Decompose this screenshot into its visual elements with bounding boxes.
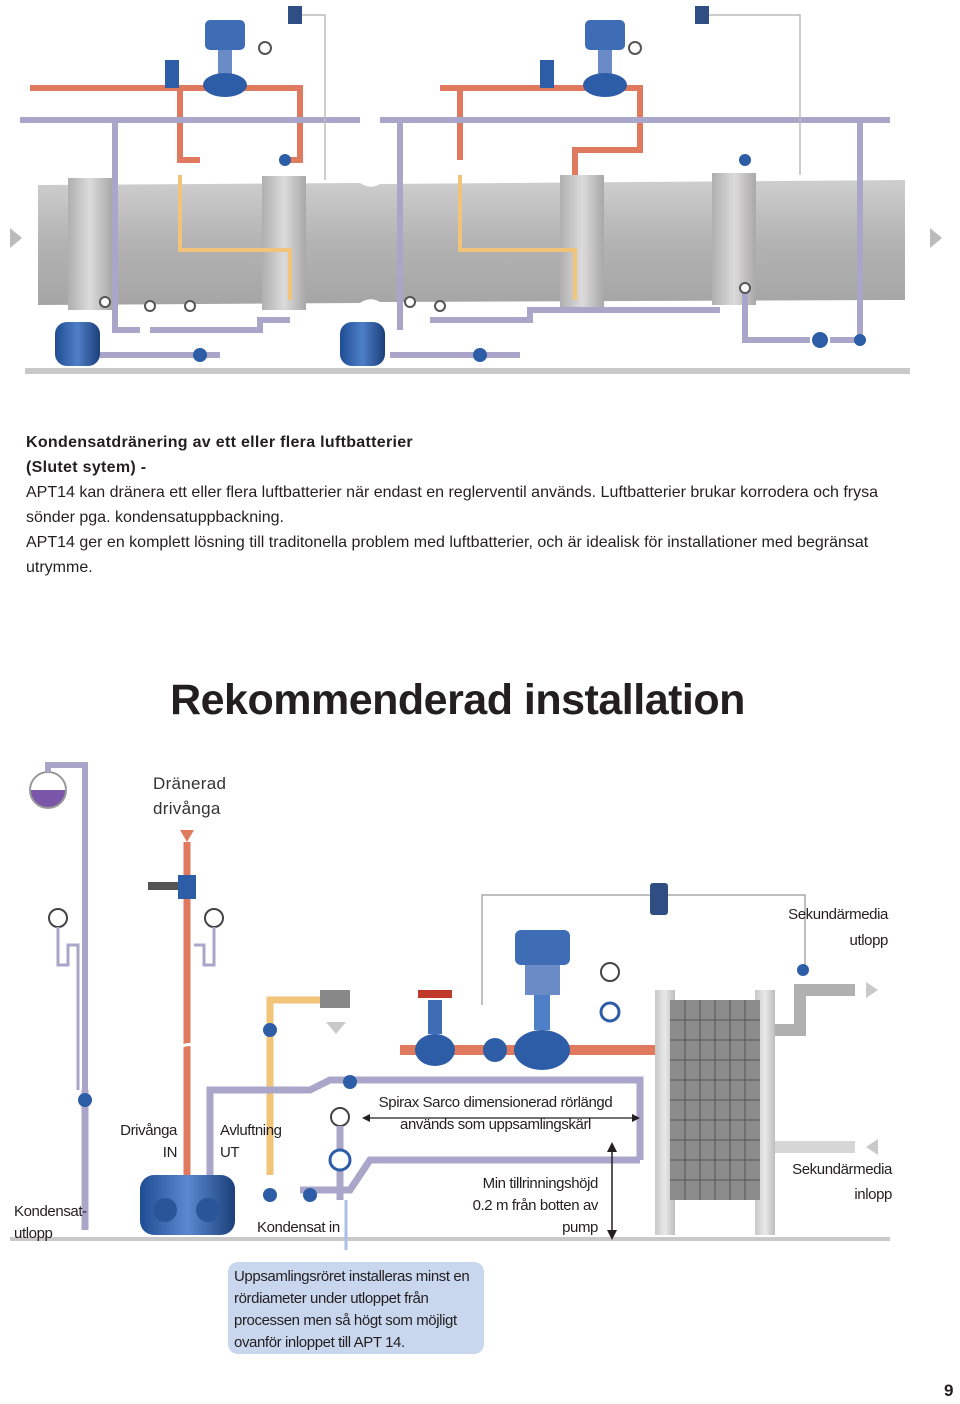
label-secondary-outlet: Sekundärmedia utlopp — [780, 904, 888, 952]
intro-title: Kondensatdränering av ett eller flera lu… — [26, 434, 413, 451]
floor-line — [25, 368, 910, 374]
label-dranerad: Dränerad drivånga — [153, 771, 226, 821]
note-box: Uppsamlingsröret installeras minst en rö… — [228, 1262, 484, 1354]
flow-arrow-icon — [866, 1139, 878, 1155]
label-condensate-in: Kondensat in — [257, 1219, 340, 1236]
note-line: ovanför inloppet till APT 14. — [234, 1334, 405, 1351]
label-line: Min tillrinningshöjd — [482, 1175, 599, 1192]
heater-battery-left — [68, 176, 306, 310]
page-number: 9 — [944, 1381, 954, 1400]
section-heading: Rekommenderad installation — [170, 676, 745, 724]
label-collection-pipe: Spirax Sarco dimensionerad rörlängd anvä… — [373, 1092, 618, 1136]
flow-arrow-icon — [930, 228, 942, 248]
label-line: UT — [220, 1144, 240, 1161]
label-secondary-inlet: Sekundärmedia inlopp — [780, 1159, 892, 1206]
note-line: Uppsamlingsröret installeras minst en — [234, 1268, 470, 1285]
apt14-pump — [140, 1175, 235, 1235]
installation-diagram — [10, 762, 890, 1250]
label-line: IN — [162, 1144, 178, 1161]
flow-arrow-icon — [180, 830, 194, 842]
flow-arrow-icon — [866, 982, 878, 998]
label-drive-steam-in: Drivånga IN — [110, 1120, 177, 1164]
label-min-head: Min tillrinningshöjd 0.2 m från botten a… — [460, 1173, 599, 1239]
label-line: Drivånga — [120, 1122, 177, 1139]
secondary-outlet-pipe — [775, 984, 855, 1036]
label-line: Avluftning — [220, 1122, 282, 1139]
label-line: drivånga — [153, 799, 221, 818]
label-line: Kondensat- — [14, 1203, 87, 1220]
label-line: inlopp — [854, 1186, 892, 1203]
control-valve-right — [540, 20, 642, 97]
note-line: processen men så högt som möjligt — [234, 1312, 457, 1329]
label-line: 0.2 m från botten av — [472, 1197, 599, 1214]
control-valve-left — [165, 20, 272, 97]
note-line: rördiameter under utloppet från — [234, 1290, 429, 1307]
steam-trap-flask — [29, 762, 88, 1090]
label-line: utlopp — [849, 932, 889, 949]
air-heater-schematic — [10, 6, 942, 374]
steam-pipes — [30, 85, 643, 175]
label-line: Spirax Sarco dimensionerad rörlängd — [378, 1094, 613, 1111]
apt14-pump-left — [55, 322, 100, 366]
label-line: utlopp — [14, 1225, 53, 1242]
intro-paragraph: APT14 kan dränera ett eller flera luftba… — [26, 484, 879, 526]
floor-line — [10, 1237, 890, 1241]
control-valve — [514, 930, 570, 1070]
label-line: används som uppsamlingskärl — [400, 1116, 591, 1133]
intro-paragraph: APT14 ger en komplett lösning till tradi… — [26, 534, 869, 576]
air-vent-valve — [320, 990, 350, 1008]
air-vent-pipe — [266, 996, 320, 1175]
label-line: pump — [562, 1219, 598, 1236]
label-air-vent-out: Avluftning UT — [220, 1120, 282, 1164]
pressure-gauge — [48, 908, 620, 1127]
label-line: Sekundärmedia — [788, 906, 888, 923]
flow-arrow-icon — [10, 228, 22, 248]
intro-text: Kondensatdränering av ett eller flera lu… — [26, 430, 926, 580]
flow-arrow-icon — [326, 1022, 346, 1034]
controller-box — [695, 6, 709, 24]
globe-valve — [415, 990, 455, 1066]
drive-steam-valve — [148, 875, 196, 899]
strainer-icon — [483, 1038, 507, 1062]
air-duct — [38, 180, 905, 305]
heater-battery-right — [560, 173, 756, 307]
label-line: Sekundärmedia — [792, 1161, 892, 1178]
controller-box — [650, 883, 668, 915]
apt14-pump-right — [340, 322, 385, 366]
intro-subtitle: (Slutet sytem) - — [26, 459, 147, 476]
plate-heat-exchanger — [655, 990, 775, 1235]
label-line: Dränerad — [153, 774, 227, 793]
label-condensate-outlet: Kondensat- utlopp — [14, 1201, 87, 1245]
condensate-pipe — [81, 1076, 644, 1230]
controller-box — [288, 6, 302, 24]
